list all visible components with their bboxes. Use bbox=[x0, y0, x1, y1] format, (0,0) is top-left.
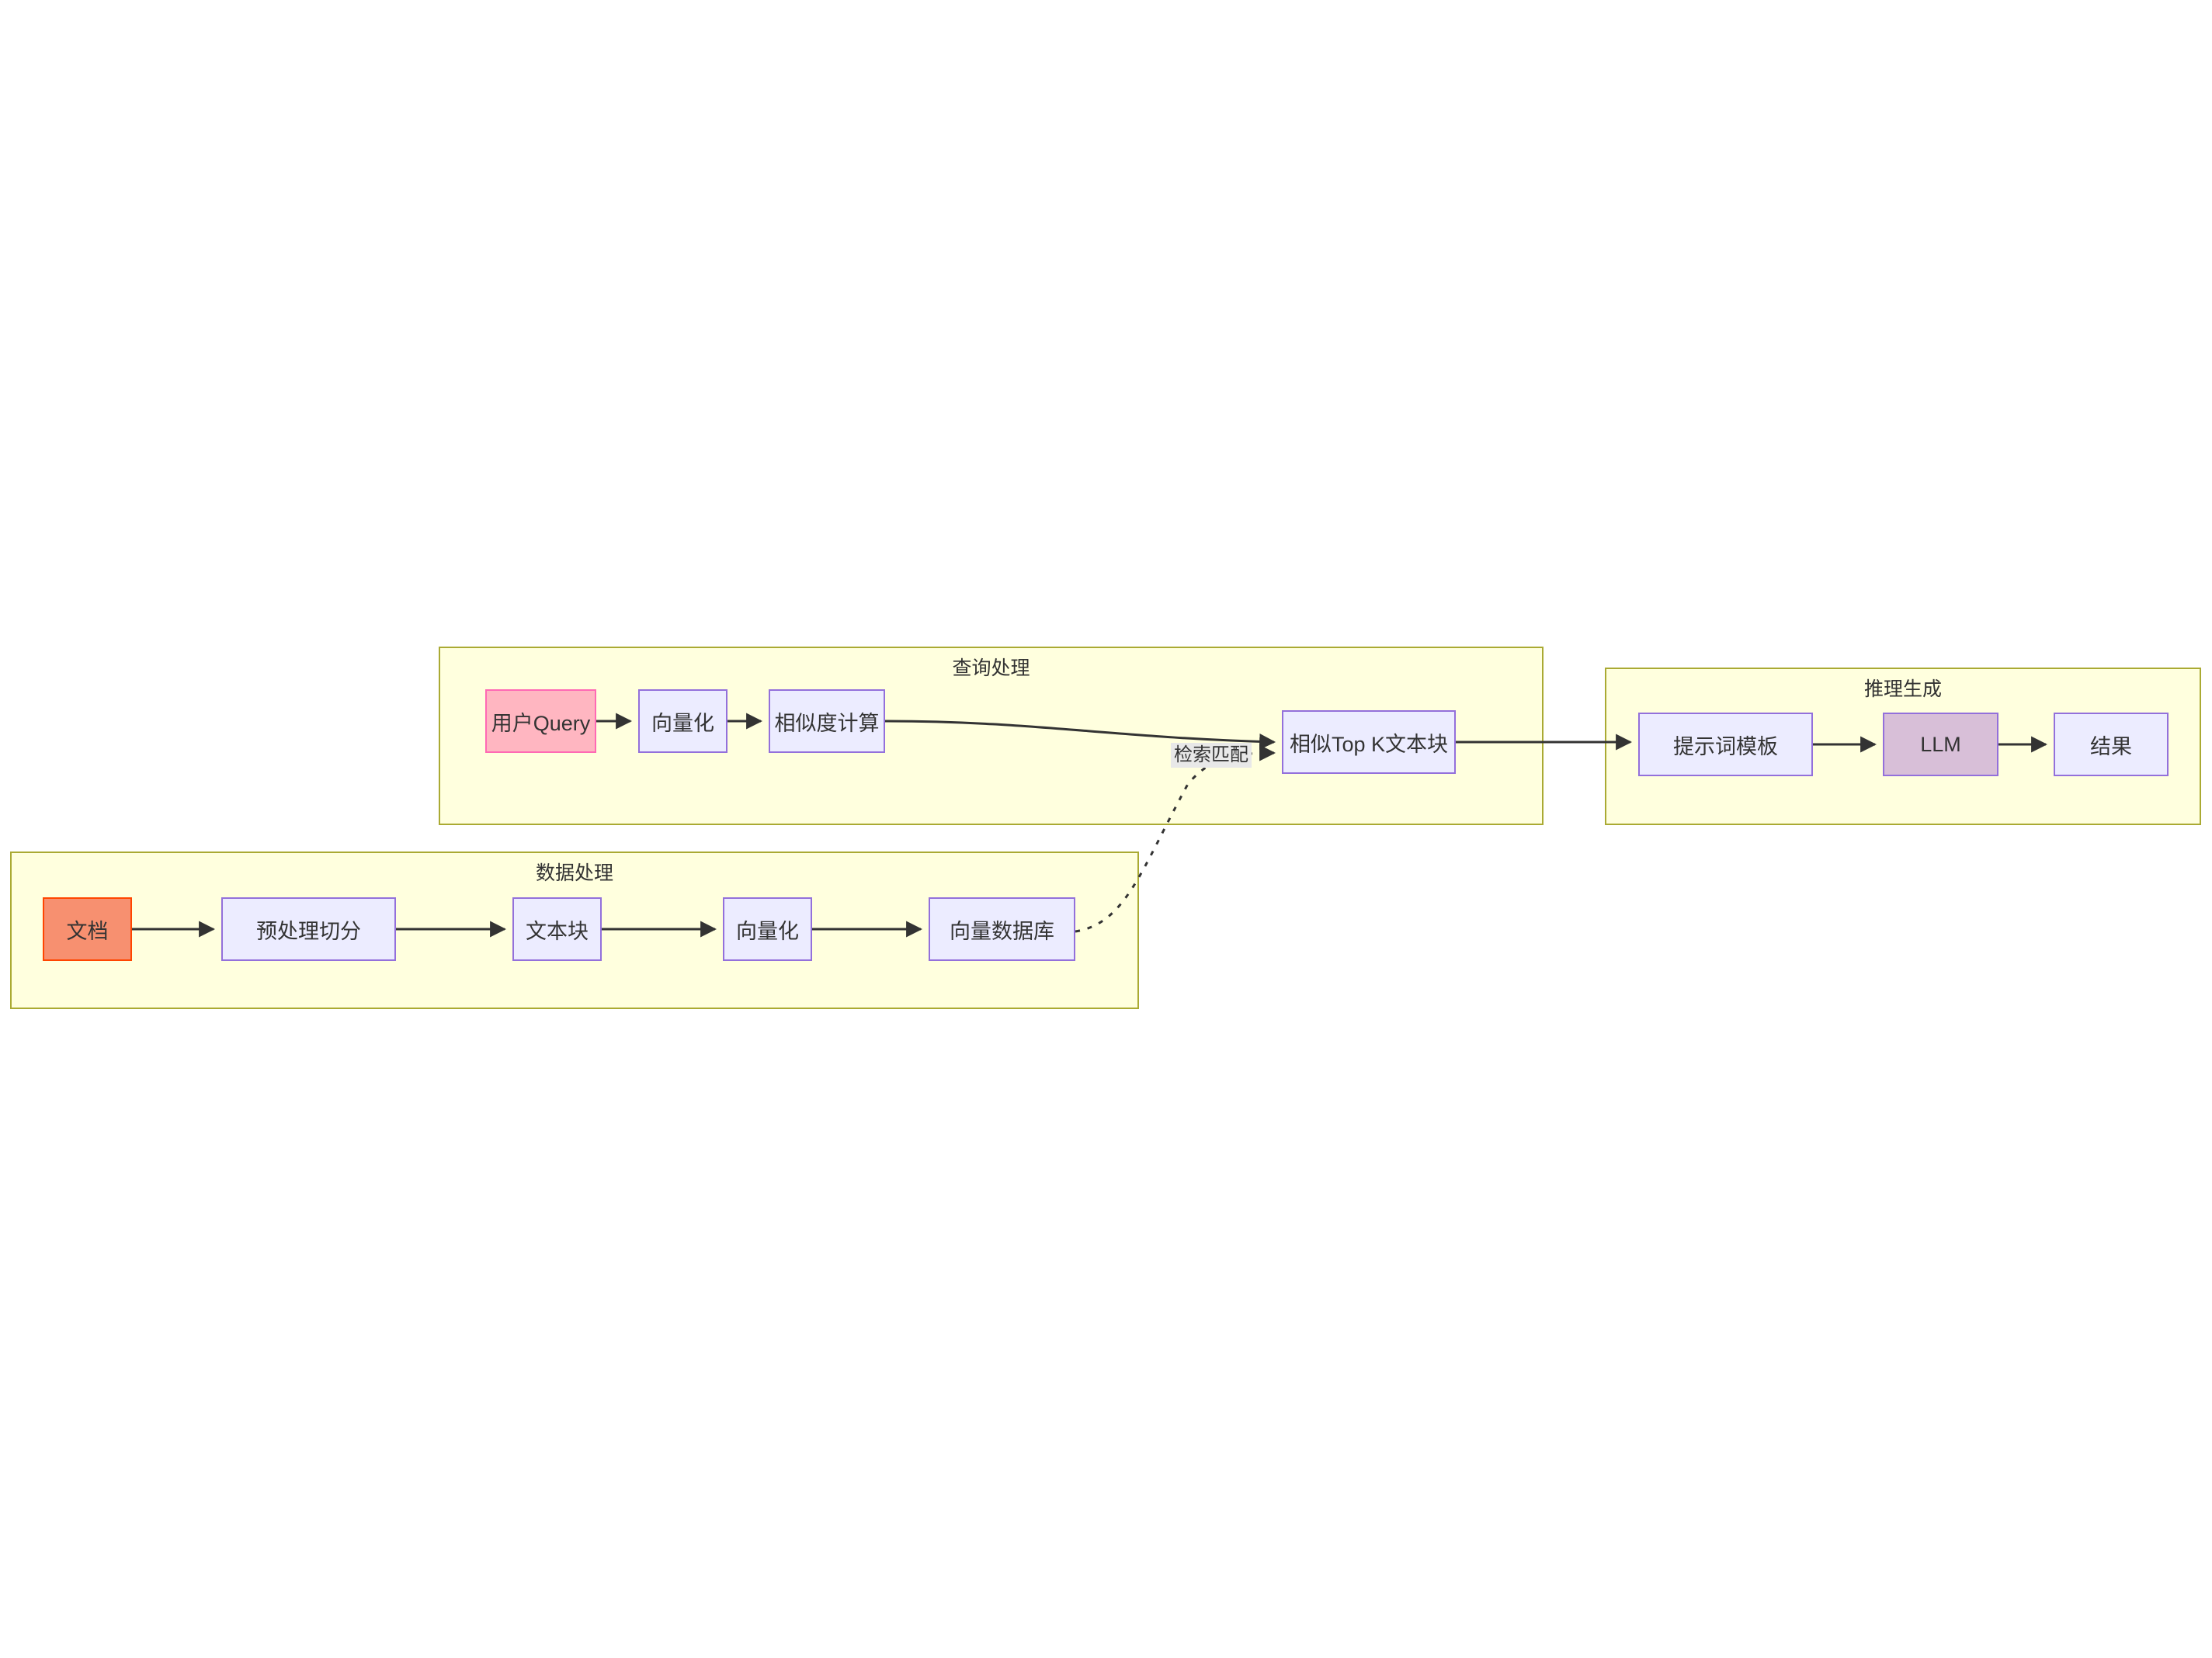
cluster-title-query-processing: 查询处理 bbox=[952, 657, 1030, 679]
node-label: 向量化 bbox=[651, 711, 714, 735]
node-label: 相似度计算 bbox=[774, 711, 880, 735]
node-topk-text-chunks[interactable]: 相似Top K文本块 bbox=[1282, 710, 1456, 774]
node-text-chunk[interactable]: 文本块 bbox=[512, 897, 602, 961]
node-similarity-calculation[interactable]: 相似度计算 bbox=[769, 689, 885, 753]
node-document[interactable]: 文档 bbox=[43, 897, 132, 961]
node-vectorize-query[interactable]: 向量化 bbox=[638, 689, 727, 753]
node-vectorize-document[interactable]: 向量化 bbox=[723, 897, 812, 961]
node-label: 提示词模板 bbox=[1673, 734, 1778, 758]
node-user-query[interactable]: 用户Query bbox=[485, 689, 596, 753]
edge-label-retrieval-match: 检索匹配 bbox=[1171, 743, 1252, 768]
node-label: 用户Query bbox=[491, 711, 591, 735]
node-result[interactable]: 结果 bbox=[2054, 713, 2169, 776]
node-vector-database[interactable]: 向量数据库 bbox=[929, 897, 1075, 961]
node-label: 向量数据库 bbox=[950, 919, 1054, 943]
node-label: 文档 bbox=[66, 919, 109, 943]
cluster-title-data-processing: 数据处理 bbox=[535, 862, 613, 884]
node-label: 预处理切分 bbox=[256, 919, 361, 943]
node-label: 文本块 bbox=[526, 919, 589, 943]
node-llm[interactable]: LLM bbox=[1883, 713, 1998, 776]
node-prompt-template[interactable]: 提示词模板 bbox=[1638, 713, 1813, 776]
node-label: 向量化 bbox=[736, 919, 799, 943]
node-preprocess-split[interactable]: 预处理切分 bbox=[221, 897, 396, 961]
node-label: 相似Top K文本块 bbox=[1289, 732, 1449, 756]
node-label: LLM bbox=[1920, 732, 1961, 756]
node-label: 结果 bbox=[2090, 734, 2132, 758]
cluster-title-reasoning-generation: 推理生成 bbox=[1863, 678, 1942, 700]
